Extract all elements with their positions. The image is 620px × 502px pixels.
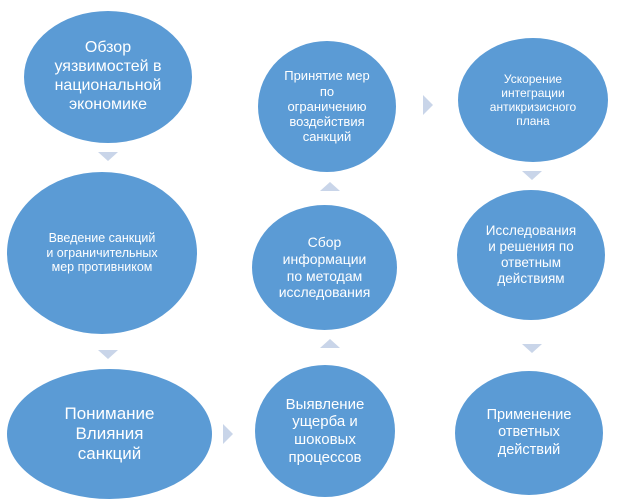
node-vulnerability-review-label: Обзор уязвимостей в национальной экономи… [54,39,162,113]
node-sanctions-impact: Понимание Влияния санкций [7,369,212,499]
node-anticrisis-plan: Ускорение интеграции антикризисного план… [458,38,608,162]
node-response-research: Исследования и решения по ответным дейст… [457,190,605,320]
node-vulnerability-review: Обзор уязвимостей в национальной экономи… [24,11,192,143]
node-countermeasures: Принятие мер по ограничению воздействия … [258,41,396,172]
arrow-down-4 [522,344,542,353]
arrow-down-1 [98,152,118,161]
node-damage-detection: Выявление ущерба и шоковых процессов [255,365,395,497]
node-countermeasures-label: Принятие мер по ограничению воздействия … [284,68,370,145]
node-damage-detection-label: Выявление ущерба и шоковых процессов [285,395,365,466]
node-sanctions-impact-label: Понимание Влияния санкций [64,403,155,464]
arrow-right-2 [423,95,433,115]
arrow-right-1 [223,424,233,444]
arrow-down-2 [98,350,118,359]
arrow-up-1 [320,339,340,348]
node-information-collection: Сбор информации по методам исследования [252,205,397,330]
node-response-application-label: Применение ответных действий [486,407,572,458]
node-information-collection-label: Сбор информации по методам исследования [278,234,371,301]
node-sanctions-introduction: Введение санкций и ограничительных мер п… [7,172,197,334]
node-response-application: Применение ответных действий [455,371,603,495]
arrow-down-3 [522,171,542,180]
arrow-up-2 [320,182,340,191]
node-response-research-label: Исследования и решения по ответным дейст… [485,223,577,286]
node-sanctions-introduction-label: Введение санкций и ограничительных мер п… [46,230,158,275]
node-anticrisis-plan-label: Ускорение интеграции антикризисного план… [489,71,577,129]
